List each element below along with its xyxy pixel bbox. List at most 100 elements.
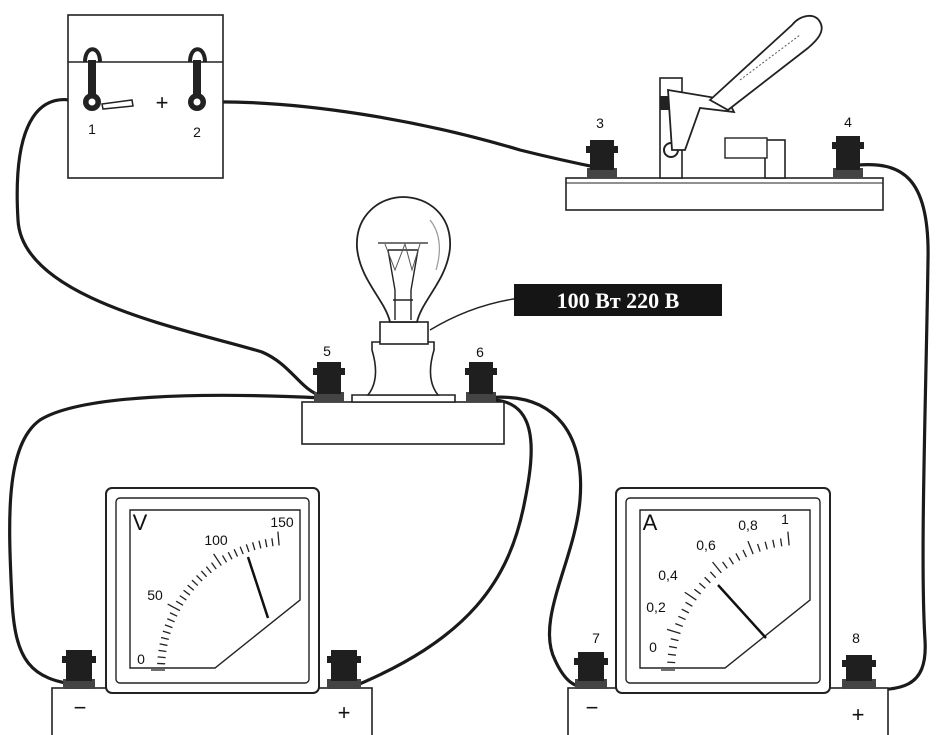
terminal-label-7: 7 [592, 630, 600, 646]
scale-tick [764, 541, 768, 550]
terminal-label-8: 8 [852, 630, 860, 646]
scale-tick [169, 612, 178, 617]
terminal-5[interactable] [313, 362, 345, 402]
voltmeter-terminal-plus[interactable] [327, 650, 361, 689]
lamp-assembly: 100 Вт 220 В 5 6 [301, 196, 722, 445]
voltmeter-needle [246, 556, 270, 619]
voltmeter-base [51, 687, 373, 735]
scale-tick [684, 591, 697, 601]
voltmeter-scale-label: 150 [270, 514, 294, 530]
scale-tick [227, 551, 233, 560]
scale-tick [756, 543, 761, 552]
terminal-label-3: 3 [596, 115, 604, 131]
scale-tick [157, 656, 166, 659]
scale-tick [666, 628, 681, 635]
scale-tick [735, 553, 741, 561]
ammeter-scale-label: 0 [649, 639, 657, 655]
terminal-label-5: 5 [323, 343, 331, 359]
scale-tick [693, 588, 702, 595]
lamp-rating-tag [514, 284, 722, 316]
scale-tick [187, 584, 195, 591]
terminal-3[interactable] [586, 140, 618, 178]
terminal-label-1: 1 [88, 121, 96, 137]
terminal-label-2: 2 [193, 124, 201, 140]
voltmeter-scale-label: 100 [204, 532, 228, 548]
ammeter-minus-symbol: − [586, 695, 599, 720]
scale-tick [712, 561, 722, 574]
voltmeter-terminal-minus[interactable] [62, 650, 96, 689]
wires [8, 98, 930, 692]
scale-tick [709, 571, 717, 579]
terminal-6[interactable] [465, 362, 497, 402]
ammeter-scale [661, 531, 790, 671]
scale-tick [245, 544, 250, 553]
scale-tick [704, 576, 711, 584]
scale-tick [164, 624, 173, 629]
wire-5-to-voltmeter-minus [8, 393, 324, 687]
terminal-label-6: 6 [476, 344, 484, 360]
ammeter-base [567, 687, 889, 735]
ammeter: A 0 0,2 0,4 0,6 0,8 1 7 8 − + [567, 487, 889, 735]
scale-tick [196, 574, 203, 582]
terminal-2[interactable] [188, 47, 207, 111]
light-bulb [356, 196, 451, 323]
ammeter-unit: A [643, 510, 658, 535]
voltmeter-scale-label: 0 [137, 651, 145, 667]
scale-tick [200, 570, 208, 578]
scale-tick [742, 549, 747, 558]
voltmeter-scale-label: 50 [147, 587, 163, 603]
scale-tick [264, 539, 268, 548]
source-plus-symbol: + [156, 90, 169, 115]
scale-tick [221, 555, 228, 563]
terminal-7[interactable] [574, 652, 608, 689]
scale-tick [251, 542, 256, 551]
voltmeter-minus-symbol: − [74, 695, 87, 720]
power-source: + 1 2 [67, 14, 224, 179]
scale-tick [159, 643, 168, 647]
scale-tick [179, 595, 187, 601]
scale-tick [747, 540, 754, 555]
terminal-1[interactable] [83, 47, 134, 111]
ammeter-plus-symbol: + [852, 702, 865, 727]
scale-tick [158, 649, 167, 653]
ammeter-scale-label: 0,6 [696, 537, 716, 553]
wire-6-to-7 [483, 395, 592, 690]
scale-tick [162, 630, 171, 635]
scale-tick [258, 540, 262, 549]
wire-4-to-8 [856, 163, 930, 692]
terminal-8[interactable] [842, 655, 876, 689]
scale-tick [277, 531, 280, 546]
scale-tick [233, 549, 239, 557]
knife-switch[interactable]: 3 4 [565, 15, 884, 211]
lamp-base-board [301, 401, 505, 445]
wire-6-to-voltmeter-plus [343, 398, 533, 692]
scale-tick [160, 636, 169, 641]
wire-2-to-3 [203, 100, 602, 170]
voltmeter-scale [151, 531, 280, 671]
scale-tick [183, 589, 191, 596]
scale-tick [191, 579, 199, 587]
scale-tick [175, 600, 184, 606]
scale-tick [271, 538, 274, 547]
scale-tick [685, 601, 693, 607]
scale-tick [681, 608, 690, 614]
scale-tick [213, 553, 222, 566]
ammeter-scale-label: 0,8 [738, 517, 758, 533]
scale-tick [698, 582, 706, 589]
voltmeter: V 0 50 100 150 − + [51, 487, 373, 735]
terminal-label-4: 4 [844, 114, 852, 130]
scale-tick [675, 623, 684, 628]
voltmeter-unit: V [133, 510, 148, 535]
scale-tick [670, 638, 679, 642]
scale-tick [678, 615, 686, 621]
terminal-4[interactable] [832, 136, 864, 178]
scale-tick [239, 546, 244, 555]
lamp-rating-label: 100 Вт 220 В [557, 288, 680, 313]
scale-tick [787, 531, 790, 546]
scale-tick [772, 539, 776, 548]
scale-tick [167, 618, 175, 623]
voltmeter-plus-symbol: + [338, 700, 351, 725]
scale-tick [667, 653, 676, 656]
